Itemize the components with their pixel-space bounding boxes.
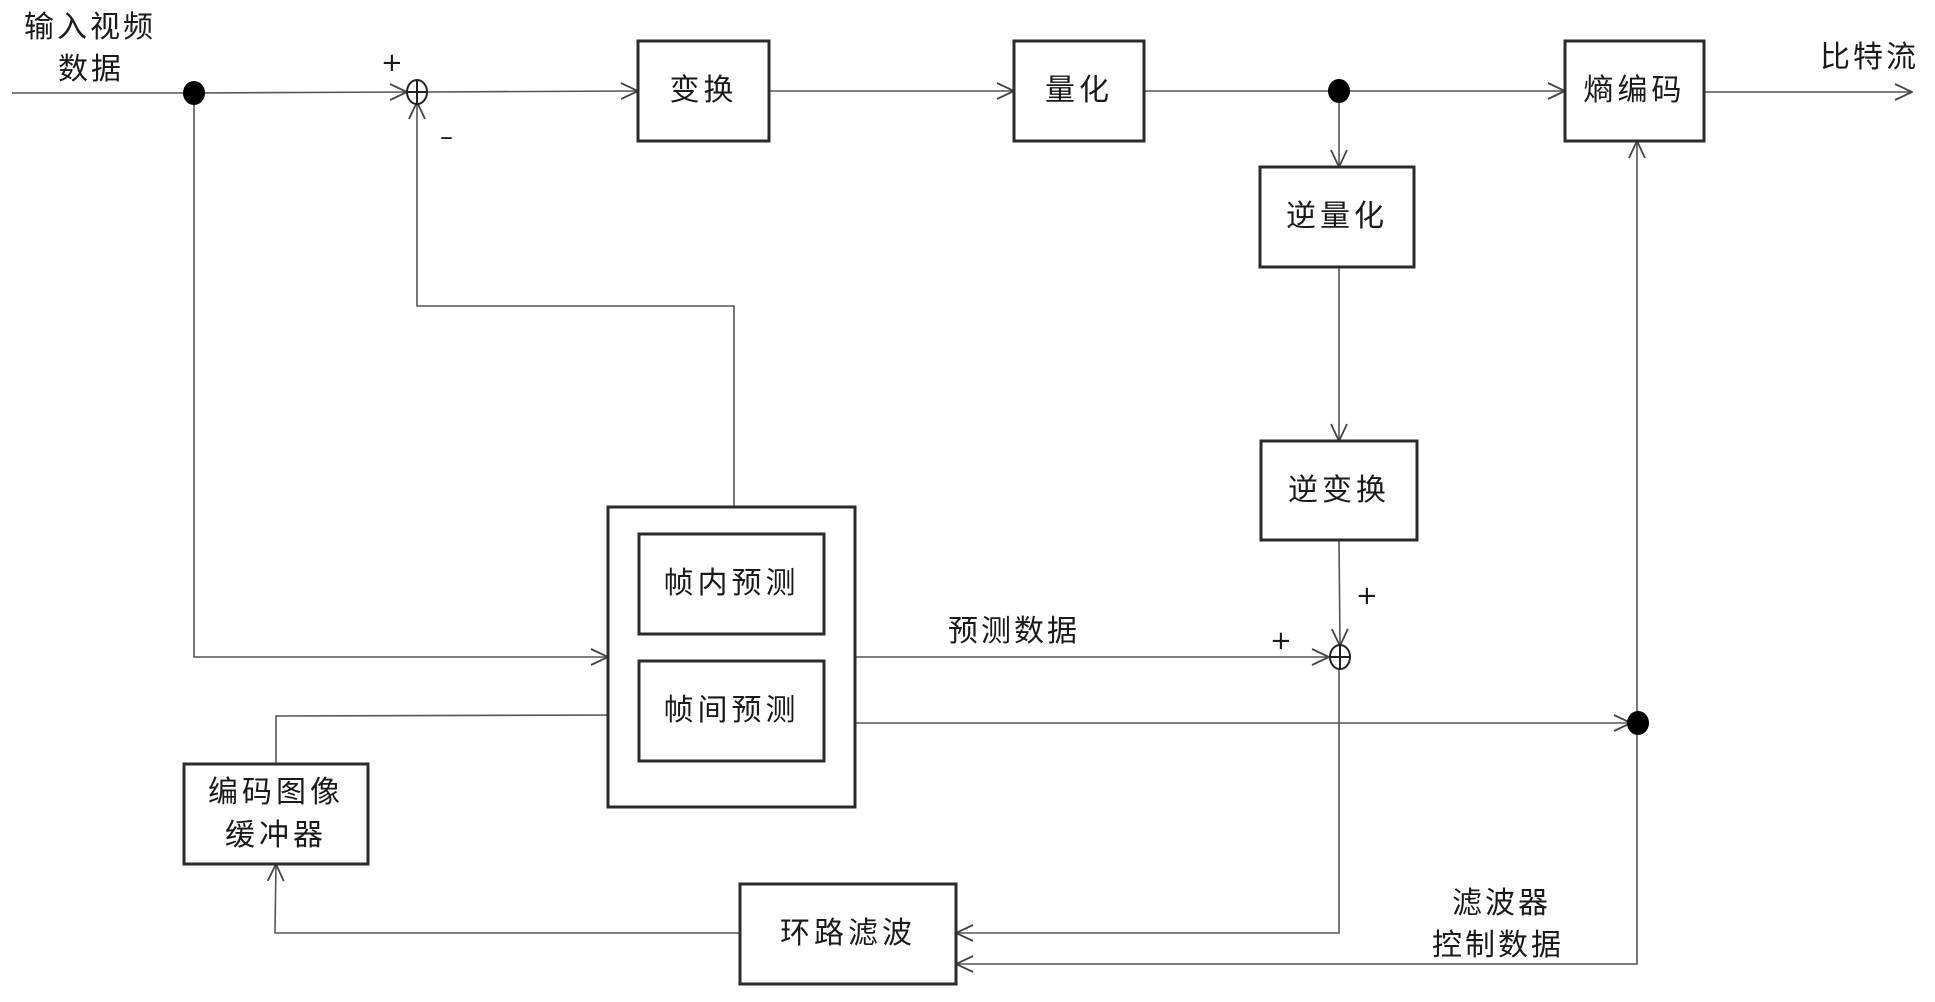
intra-prediction-box [637, 532, 826, 636]
filter-control-label-line2: 控制数据 [1432, 928, 1564, 963]
junction-inter-dot [1627, 711, 1649, 735]
sum1-minus-sign: – [440, 122, 453, 152]
wire-prediction-to-sum1 [417, 102, 735, 507]
wire-filter-control-to-loop-filter [956, 723, 1638, 964]
sum2-adder-icon [1329, 644, 1351, 670]
wire-input-to-sum1 [193, 92, 407, 93]
filter-control-label-line1: 滤波器 [1452, 886, 1551, 921]
transform-box [636, 39, 771, 143]
sum2-plus-left-sign: + [1270, 626, 1292, 656]
buffer-label-line2: 缓冲器 [225, 818, 327, 853]
quantize-box [1012, 39, 1146, 143]
transform-label: 变换 [669, 73, 738, 109]
intra-prediction-label: 帧内预测 [663, 566, 800, 602]
wire-buffer-to-inter [275, 715, 639, 764]
loop-filter-label: 环路滤波 [780, 916, 916, 952]
inter-prediction-box [637, 659, 826, 763]
sum2-plus-top-sign: + [1356, 581, 1378, 611]
entropy-coding-box [1563, 39, 1706, 143]
bitstream-label: 比特流 [1820, 40, 1919, 75]
loop-filter-box [738, 882, 958, 986]
inter-prediction-label: 帧间预测 [663, 693, 800, 729]
wire-input-to-prediction [193, 93, 608, 657]
sum1-adder-icon [406, 79, 428, 105]
inverse-transform-box [1259, 439, 1419, 542]
wire-loop-filter-to-buffer [275, 864, 740, 934]
buffer-label-line1: 编码图像 [208, 774, 344, 810]
buffer-label: 编码图像 缓冲器 [184, 764, 368, 864]
input-video-label-line2: 数据 [58, 52, 124, 87]
quantize-label: 量化 [1045, 73, 1113, 109]
inverse-transform-label: 逆变换 [1288, 472, 1390, 508]
junction-quantize-dot [1328, 79, 1350, 103]
wire-inverse-transform-to-sum2 [1339, 539, 1340, 646]
input-video-label-line1: 输入视频 [24, 10, 156, 45]
buffer-box [182, 762, 370, 866]
sum1-plus-sign: + [381, 48, 403, 78]
prediction-data-label: 预测数据 [948, 614, 1080, 649]
wire-sum2-to-loop-filter [956, 668, 1340, 933]
inverse-quantize-box [1258, 165, 1416, 269]
wire-sum1-to-transform [426, 91, 638, 92]
junction-input-dot [183, 81, 205, 105]
entropy-coding-label: 熵编码 [1583, 73, 1686, 109]
inverse-quantize-label: 逆量化 [1286, 199, 1388, 235]
